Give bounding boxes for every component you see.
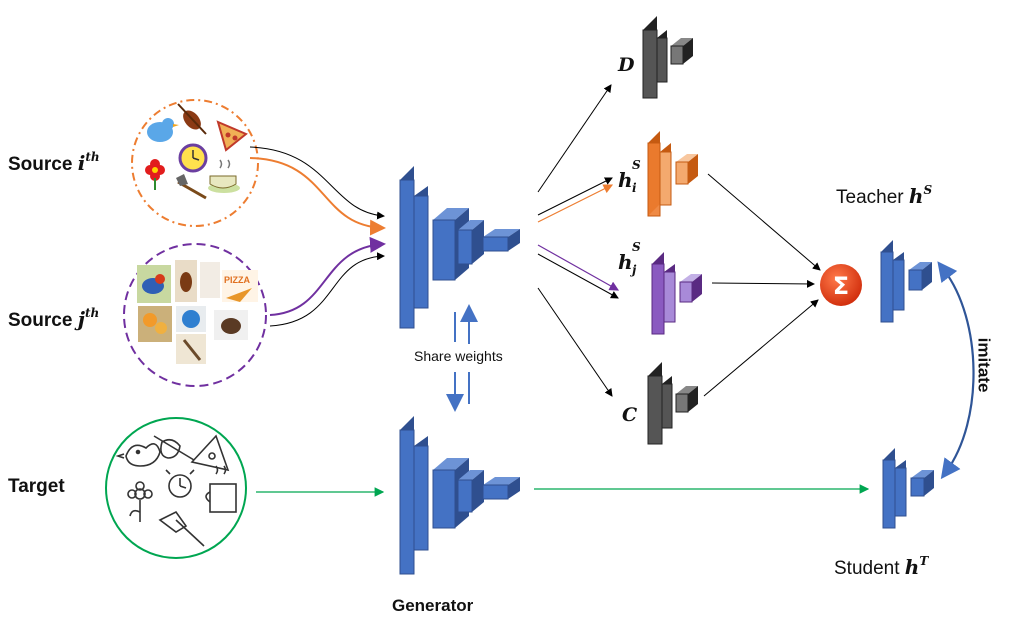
flower-icon bbox=[145, 159, 165, 190]
head-hj-label: h S j bbox=[618, 240, 648, 280]
axe-sketch-icon bbox=[158, 510, 205, 547]
coffee-cup-icon bbox=[208, 159, 240, 193]
imitate-arrow bbox=[937, 261, 975, 480]
teacher-label: Teacher hS bbox=[836, 183, 933, 209]
student-label: Student hT bbox=[834, 554, 929, 580]
alarm-clock-icon bbox=[178, 143, 208, 173]
teacher-text: Teacher bbox=[836, 187, 904, 208]
photo-clock-poster bbox=[200, 262, 220, 298]
sum-node: Σ bbox=[820, 264, 862, 306]
arrow-c-to-sum bbox=[703, 299, 819, 397]
arrow-to-hi-orange bbox=[537, 184, 614, 223]
generator-label: Generator bbox=[392, 596, 474, 615]
teacher-symbol: h bbox=[908, 184, 924, 208]
pizza-sketch-icon bbox=[190, 434, 230, 472]
generator-network-top bbox=[399, 166, 520, 329]
arrow-source-i-black bbox=[249, 146, 385, 220]
source-i-text: Source bbox=[8, 154, 73, 175]
imitate-label: imitate bbox=[974, 337, 994, 393]
sum-symbol: Σ bbox=[833, 272, 849, 300]
student-network bbox=[882, 448, 934, 529]
arrow-to-hj-black bbox=[537, 253, 619, 299]
violin-icon bbox=[177, 103, 207, 135]
source-i-label: Source ith bbox=[8, 150, 100, 176]
source-j-ordinal: j bbox=[77, 307, 85, 331]
flower-sketch-icon bbox=[127, 481, 153, 522]
arrow-source-j-black bbox=[269, 252, 385, 327]
head-d-network bbox=[642, 16, 693, 99]
arrow-source-j-purple bbox=[269, 236, 386, 316]
share-weights-label: Share weights bbox=[414, 348, 503, 364]
arrow-hi-to-sum bbox=[707, 173, 821, 271]
head-d-label: D bbox=[618, 54, 635, 76]
arrow-to-c bbox=[537, 287, 613, 397]
violin-sketch-icon bbox=[153, 435, 195, 461]
student-symbol: h bbox=[904, 555, 920, 579]
student-text: Student bbox=[834, 558, 900, 579]
head-hi-sub: i bbox=[632, 181, 637, 195]
arrow-to-hi-black bbox=[537, 177, 613, 216]
pizza-icon bbox=[216, 120, 248, 152]
clock-sketch-icon bbox=[165, 469, 195, 498]
head-hi-label: h S i bbox=[618, 158, 648, 198]
head-hi-symbol: h bbox=[618, 168, 633, 192]
target-sketch-circle bbox=[105, 417, 247, 559]
student-sup: T bbox=[919, 554, 929, 568]
target-label: Target bbox=[8, 476, 65, 497]
bird-icon bbox=[147, 118, 179, 142]
source-i-ordinal: i bbox=[77, 151, 86, 175]
source-i-image-circle bbox=[131, 99, 259, 227]
arrow-to-d bbox=[537, 84, 612, 193]
head-hi-sup: S bbox=[632, 158, 641, 172]
head-hi-network bbox=[647, 131, 698, 217]
head-c-network bbox=[647, 362, 698, 445]
arrow-to-hj-purple bbox=[537, 244, 620, 291]
axe-icon bbox=[176, 174, 207, 200]
svg-text:PIZZA: PIZZA bbox=[224, 275, 250, 285]
generator-network-bottom bbox=[399, 416, 520, 575]
source-j-label: Source jth bbox=[8, 306, 100, 332]
arrow-source-i-orange bbox=[249, 157, 386, 236]
head-hj-sup: S bbox=[632, 240, 641, 254]
head-hj-symbol: h bbox=[618, 250, 633, 274]
bird-sketch-icon bbox=[115, 443, 161, 467]
teacher-network bbox=[880, 240, 932, 323]
source-j-sup: th bbox=[84, 306, 100, 320]
head-hj-sub: j bbox=[632, 263, 637, 277]
source-i-sup: th bbox=[85, 150, 100, 164]
head-hj-network bbox=[651, 252, 702, 335]
head-c-label: C bbox=[622, 404, 638, 426]
arrow-hj-to-sum bbox=[711, 279, 815, 288]
source-j-text: Source bbox=[8, 310, 73, 331]
teacher-sup: S bbox=[923, 183, 933, 197]
source-j-image-circle: PIZZA bbox=[123, 243, 267, 387]
coffee-sketch-icon bbox=[205, 465, 237, 513]
